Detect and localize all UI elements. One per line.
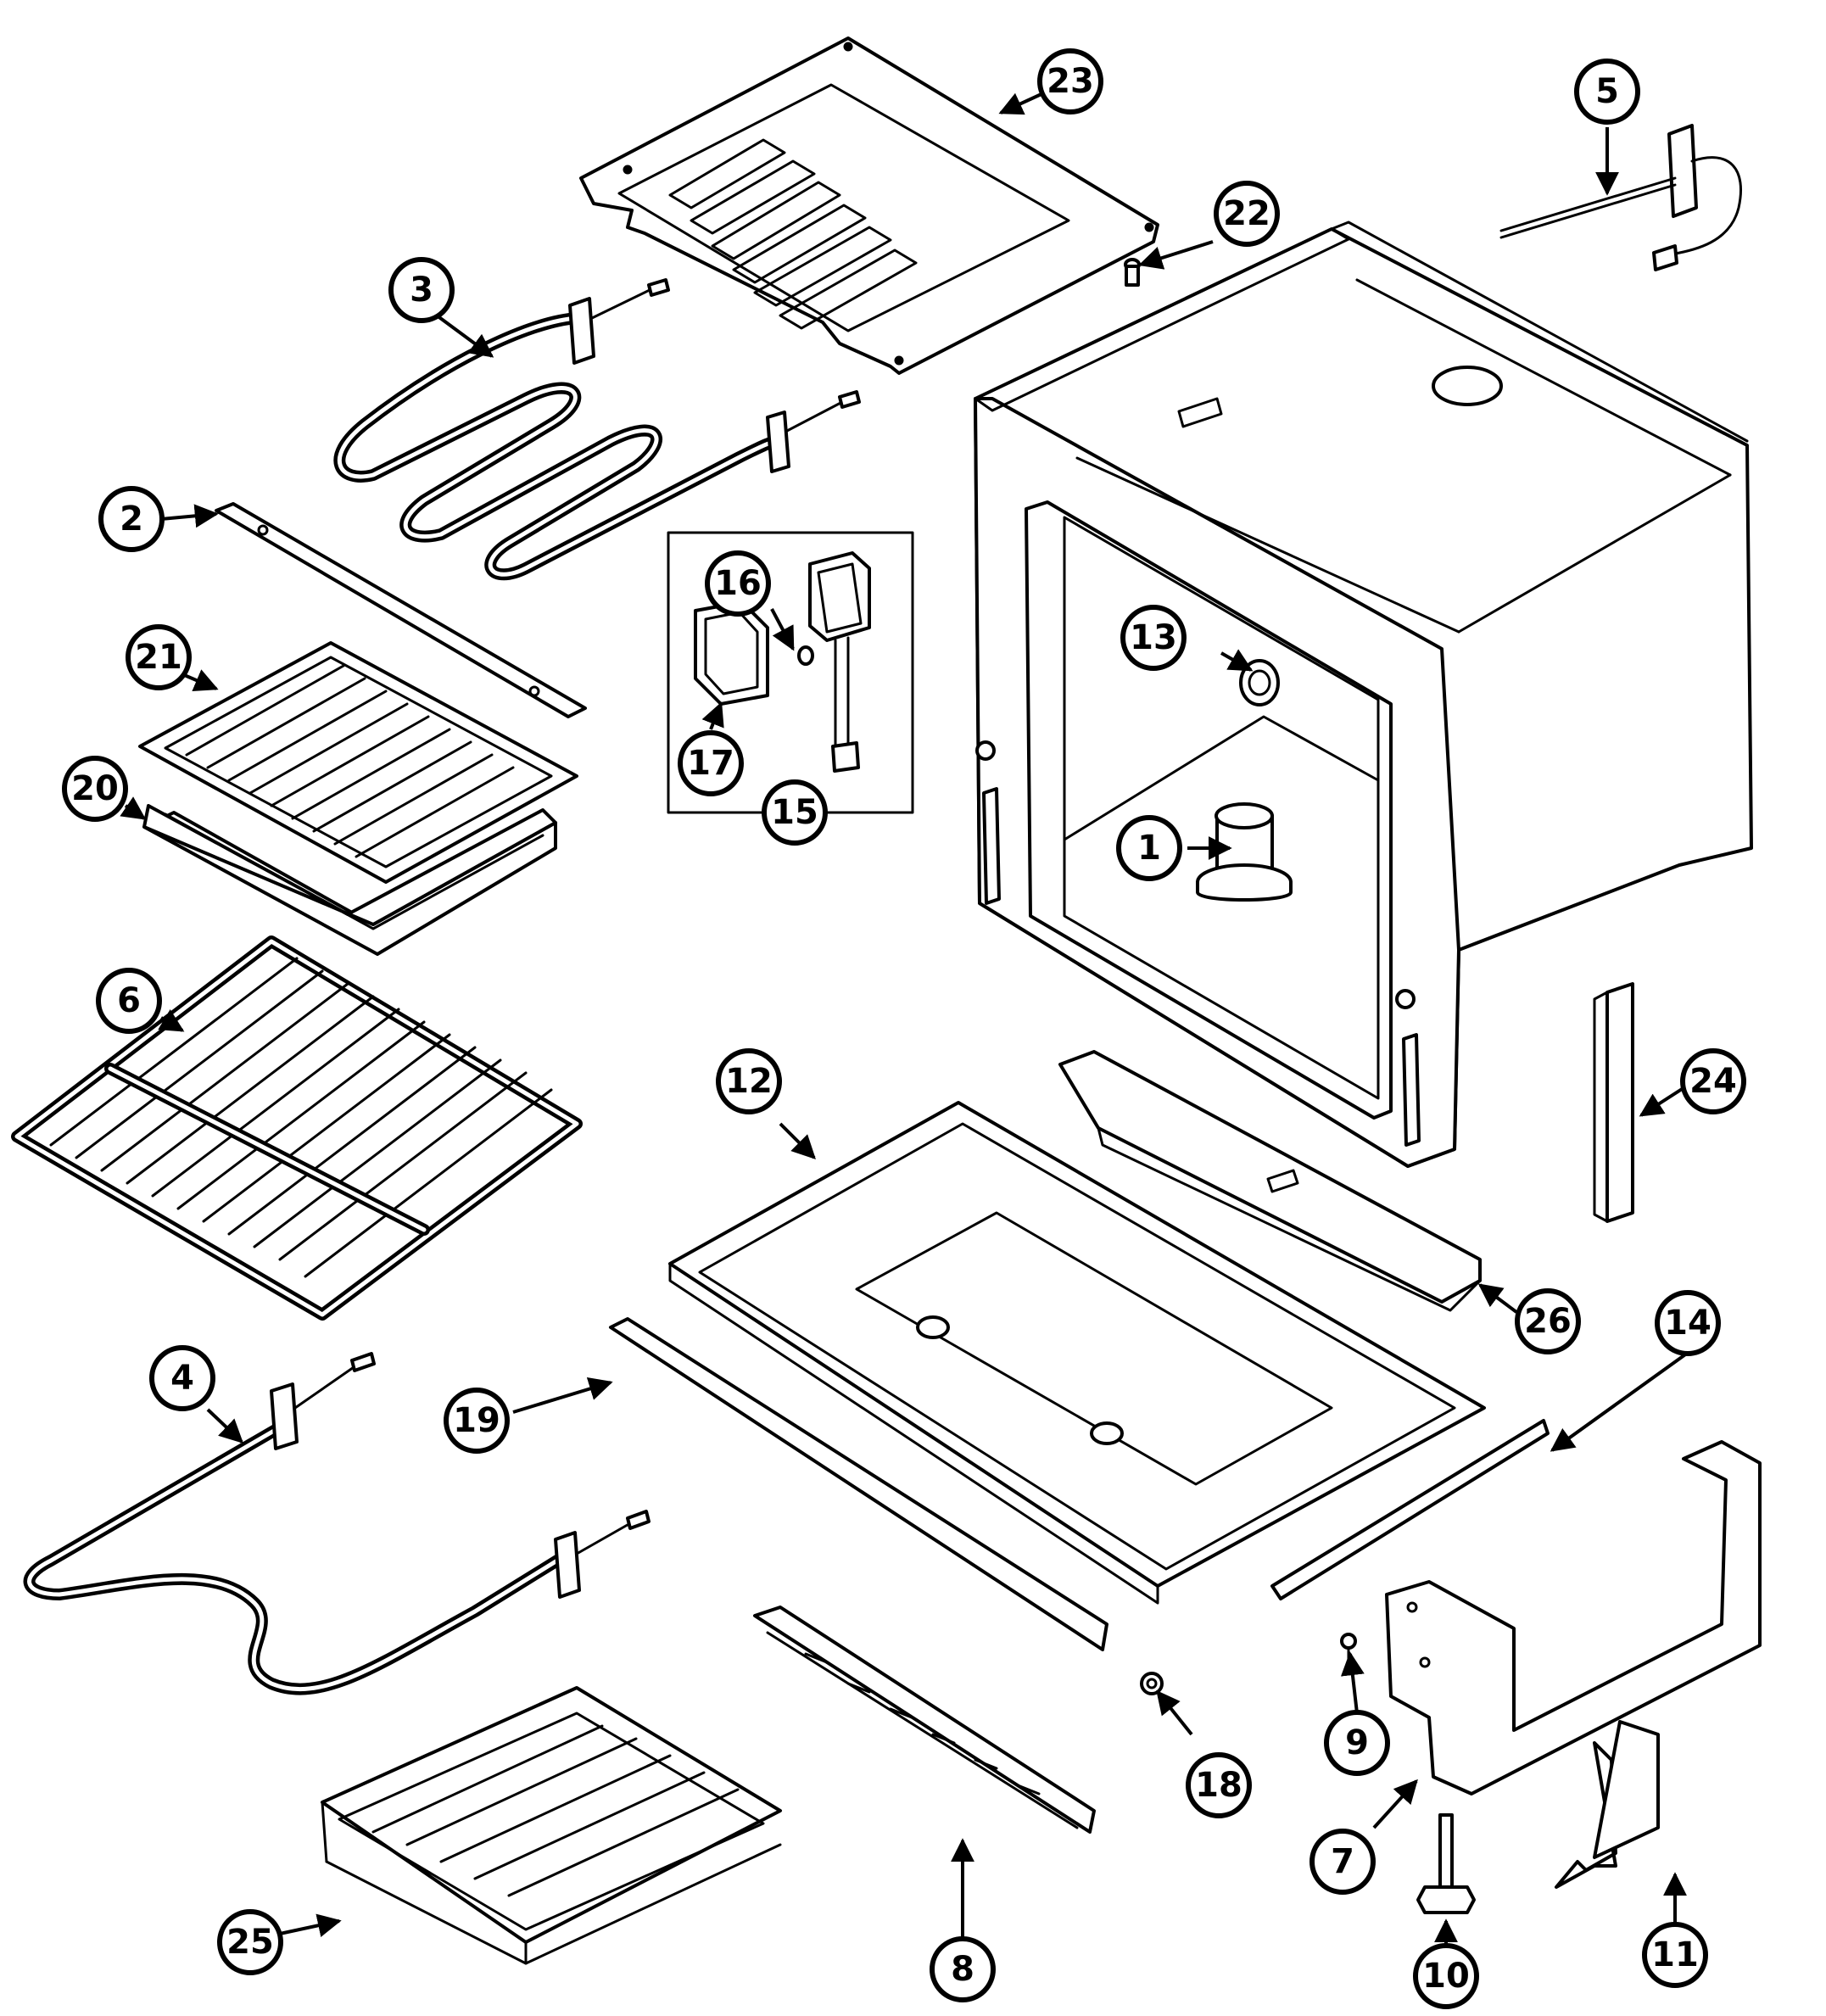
retainer-clip (1140, 1672, 1164, 1695)
callout-10: 10 (1413, 1943, 1479, 2009)
svg-text:2: 2 (120, 500, 143, 539)
svg-text:21: 21 (135, 638, 182, 677)
svg-text:6: 6 (117, 981, 141, 1020)
oven-rack (11, 935, 583, 1321)
svg-text:9: 9 (1345, 1723, 1369, 1762)
bake-element (23, 1352, 651, 1695)
svg-text:14: 14 (1664, 1304, 1712, 1343)
callout-24: 24 (1680, 1048, 1746, 1114)
callout-2: 2 (98, 486, 165, 552)
broil-element (333, 278, 861, 581)
broiler-pan (142, 804, 557, 956)
callout-11: 11 (1642, 1922, 1708, 1988)
oven-temp-sensor (1499, 124, 1743, 271)
svg-text:26: 26 (1524, 1302, 1572, 1341)
light-lens (1239, 659, 1280, 706)
screw-22 (1124, 258, 1141, 287)
bracket-strip (215, 502, 587, 718)
callout-17: 17 (678, 730, 744, 796)
callout-22: 22 (1214, 181, 1280, 247)
svg-text:15: 15 (771, 793, 818, 832)
rear-support-bracket (1058, 1050, 1482, 1312)
callout-19: 19 (444, 1388, 510, 1454)
callout-26: 26 (1515, 1288, 1581, 1354)
toe-kick-vent (753, 1606, 1096, 1834)
svg-text:8: 8 (951, 1950, 974, 1989)
callout-4: 4 (149, 1345, 215, 1411)
svg-text:20: 20 (71, 769, 119, 808)
screw-9 (1340, 1633, 1357, 1668)
leveling-leg (1416, 1813, 1476, 1914)
svg-text:23: 23 (1047, 62, 1094, 101)
svg-text:3: 3 (410, 271, 433, 310)
callout-8: 8 (930, 1936, 996, 2002)
svg-text:22: 22 (1223, 194, 1270, 233)
svg-text:4: 4 (170, 1359, 194, 1398)
side-rail (1270, 1419, 1550, 1600)
svg-text:12: 12 (725, 1062, 773, 1101)
svg-text:13: 13 (1130, 618, 1177, 657)
svg-text:25: 25 (226, 1923, 274, 1962)
broiler-pan-insert (138, 641, 578, 884)
svg-text:16: 16 (714, 564, 762, 603)
callout-5: 5 (1574, 59, 1640, 125)
callout-14: 14 (1655, 1290, 1721, 1356)
half-rack (321, 1686, 782, 1965)
anti-tip-bracket (1555, 1720, 1660, 1889)
svg-text:18: 18 (1195, 1766, 1242, 1805)
callout-3: 3 (388, 257, 455, 323)
callout-9: 9 (1324, 1710, 1390, 1776)
svg-text:1: 1 (1137, 829, 1161, 868)
callout-1: 1 (1116, 815, 1182, 881)
broil-shield-panel (579, 36, 1159, 375)
svg-text:19: 19 (453, 1401, 500, 1440)
svg-text:11: 11 (1651, 1935, 1699, 1974)
callout-7: 7 (1309, 1829, 1376, 1895)
callout-16: 16 (705, 550, 771, 617)
svg-text:7: 7 (1331, 1842, 1354, 1881)
callout-20: 20 (62, 756, 128, 822)
callout-12: 12 (716, 1048, 782, 1114)
svg-text:24: 24 (1689, 1062, 1737, 1101)
svg-text:10: 10 (1422, 1957, 1470, 1996)
callout-21: 21 (126, 624, 192, 690)
callout-25: 25 (217, 1909, 283, 1975)
callout-23: 23 (1037, 48, 1103, 114)
callout-15: 15 (762, 779, 828, 846)
callout-18: 18 (1186, 1752, 1252, 1818)
side-frame-bracket (1385, 1440, 1762, 1795)
svg-text:17: 17 (687, 744, 734, 783)
svg-text:5: 5 (1595, 72, 1619, 111)
bottom-front-trim (609, 1317, 1108, 1651)
callout-13: 13 (1120, 605, 1187, 671)
oven-cavity (974, 221, 1753, 1168)
callout-6: 6 (96, 968, 162, 1034)
oven-bottom-panel (668, 1101, 1486, 1605)
vertical-bracket (1593, 982, 1634, 1223)
